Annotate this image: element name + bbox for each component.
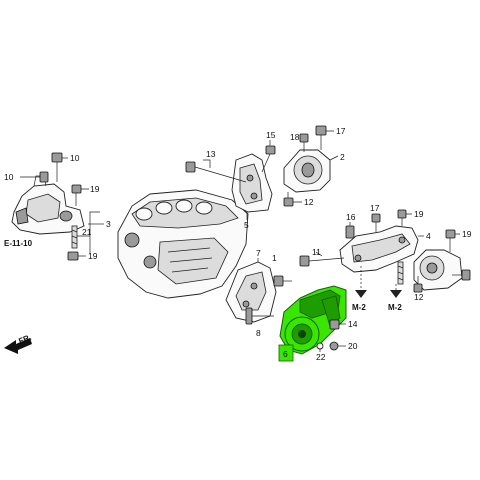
m2-arrow-right [390, 284, 402, 298]
stud-21[interactable] [71, 211, 100, 254]
label-part-1: 1 [272, 253, 277, 263]
bolt-16-right[interactable] [345, 222, 355, 239]
bolt-9[interactable] [273, 275, 292, 287]
label-part-13: 13 [206, 149, 216, 159]
label-part-20: 20 [348, 341, 358, 351]
right-mount-bracket-4[interactable] [339, 225, 424, 273]
bolt-10-top[interactable] [51, 152, 68, 182]
bolt-19-right[interactable] [397, 209, 412, 226]
front-label: FR. [17, 333, 32, 346]
bolt-19-far-right[interactable] [445, 229, 460, 252]
label-part-17-right: 17 [370, 203, 380, 213]
label-part-7: 7 [256, 248, 261, 258]
bolt-19-lower[interactable] [67, 251, 86, 261]
label-part-3: 3 [106, 219, 111, 229]
bolt-15[interactable] [261, 140, 276, 173]
bolt-12-far-right[interactable] [413, 276, 423, 293]
label-part-8: 8 [256, 328, 261, 338]
ref-e-11-10[interactable]: E-11-10 [4, 239, 33, 248]
label-part-5: 5 [244, 220, 249, 230]
label-part-6-box[interactable]: 6 [278, 344, 294, 362]
m2-arrow-left [355, 266, 367, 298]
bolt-17-right[interactable] [371, 213, 381, 232]
bolt-14[interactable] [329, 319, 346, 330]
label-part-10-left: 10 [4, 172, 14, 182]
label-part-11: 11 [312, 247, 321, 257]
ref-m2-right[interactable]: M-2 [388, 303, 402, 312]
label-part-12-right: 12 [414, 292, 424, 302]
label-part-2: 2 [340, 152, 345, 162]
label-part-17-top: 17 [336, 126, 346, 136]
label-part-15: 15 [266, 130, 276, 140]
bolt-12-center[interactable] [283, 192, 302, 207]
label-part-19-lower: 19 [88, 251, 98, 261]
label-part-21: 21 [82, 227, 92, 237]
label-part-18: 18 [290, 132, 300, 142]
label-part-19-upper: 19 [90, 184, 100, 194]
bolt-11[interactable] [299, 251, 345, 267]
bolt-19-upper[interactable] [71, 184, 89, 206]
lower-bracket-7[interactable] [225, 258, 277, 323]
label-part-22: 22 [316, 352, 326, 362]
bolt-13[interactable] [185, 159, 247, 183]
label-part-16: 16 [346, 212, 356, 222]
stud-far-right[interactable] [397, 261, 404, 285]
bolt-8[interactable] [245, 307, 274, 325]
label-part-10-top: 10 [70, 153, 80, 163]
label-part-14: 14 [348, 319, 358, 329]
bolt-18[interactable] [299, 133, 309, 152]
bolt-17-top[interactable] [315, 125, 334, 150]
rear-mount-6-highlighted[interactable] [279, 285, 347, 358]
label-part-19-right: 19 [414, 209, 424, 219]
engine-side-mount-2[interactable] [283, 149, 339, 193]
bolt-10-left[interactable] [20, 171, 49, 183]
ref-m2-left[interactable]: M-2 [352, 303, 366, 312]
bolt-7-far-right[interactable] [452, 269, 471, 281]
label-part-12-center: 12 [304, 197, 314, 207]
far-right-mount[interactable] [413, 249, 463, 291]
label-part-6: 6 [283, 349, 288, 359]
label-part-19-far-right: 19 [462, 229, 472, 239]
nut-20[interactable] [329, 341, 346, 351]
front-direction-arrow [4, 338, 32, 354]
engine-block[interactable] [117, 189, 249, 299]
upper-bracket-5[interactable] [231, 153, 273, 213]
washer-22[interactable] [316, 342, 324, 352]
label-part-4: 4 [426, 231, 431, 241]
